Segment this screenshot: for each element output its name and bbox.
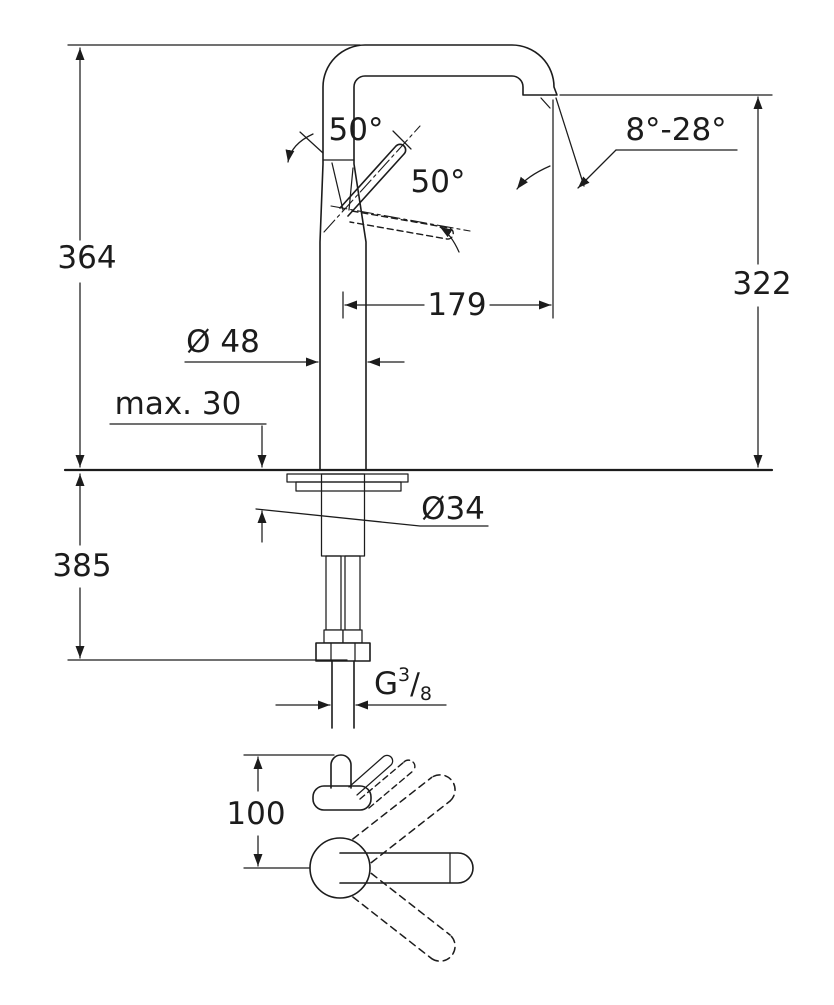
- dim-179-label: 179: [427, 287, 486, 323]
- thread-slash: /: [410, 667, 420, 701]
- lever-alt-dashed: [359, 759, 416, 809]
- braided-hose-left: [325, 555, 342, 631]
- threaded-shank: [320, 473, 366, 557]
- dim-100: 100: [226, 754, 335, 869]
- lever-base-cap: [312, 785, 372, 811]
- lever-tip-tick: [392, 130, 412, 150]
- aerator-tick: [540, 97, 551, 109]
- dim-max30-label: max. 30: [115, 386, 242, 422]
- thread-numerator: 3: [398, 664, 410, 686]
- angle-arc-right: [439, 226, 460, 253]
- lever-raised: [323, 125, 421, 233]
- lever-pin: [348, 754, 394, 796]
- escutcheon-plate: [286, 473, 409, 483]
- dim-34-leader: [255, 508, 489, 527]
- spout-swing-dashed-lower: [352, 872, 456, 962]
- hose-fitting-right: [342, 629, 363, 644]
- angle-range-leader: [577, 149, 617, 189]
- front-view: 50° 50° 8°-28° 364: [52, 44, 792, 729]
- angle-leader-left: [299, 131, 324, 154]
- dimensions: 364 322 179 Ø 48 max. 30 Ø34: [52, 44, 792, 710]
- lever-angle-right-label: 50°: [411, 164, 466, 200]
- dim-364-label: 364: [57, 240, 116, 276]
- thread-prefix: G: [374, 666, 398, 702]
- lever-centerline-2: [330, 205, 471, 232]
- lever-angle-left-label: 50°: [329, 112, 384, 148]
- braided-hose-right: [344, 555, 361, 631]
- dim-48-label: Ø 48: [186, 324, 260, 360]
- dim-322-label: 322: [732, 266, 791, 302]
- dim-385-label: 385: [52, 548, 111, 584]
- dim-100-label: 100: [226, 796, 285, 832]
- spout-swing-line: [555, 97, 585, 187]
- lever-lowered-dashed: [330, 205, 471, 240]
- body-top-view: [309, 837, 371, 899]
- angle-annotations: 50° 50° 8°-28°: [285, 112, 738, 253]
- connection-tube: [331, 660, 355, 729]
- washer: [295, 481, 402, 492]
- spout-top-view: [339, 852, 474, 884]
- swivel-arc: [516, 165, 551, 190]
- lever-socket-line-left: [331, 162, 344, 211]
- faucet-body-outline: [319, 44, 558, 471]
- thread-denominator: 8: [420, 683, 432, 705]
- lever-top-view: [312, 754, 416, 811]
- lever-arm: [330, 754, 352, 789]
- connection-nut: [315, 642, 371, 662]
- angle-arc-left: [285, 133, 314, 163]
- lever-centerline: [323, 125, 421, 233]
- top-view: 100: [226, 754, 474, 962]
- hose-fitting-left: [323, 629, 344, 644]
- dim-34-label: Ø34: [421, 491, 485, 527]
- angle-range-label: 8°-28°: [625, 112, 726, 148]
- spout-swing-dashed-upper: [352, 774, 456, 864]
- below-deck-assembly: [286, 473, 409, 729]
- dim-thread-label: G3/8: [374, 664, 432, 705]
- nut-facets: [330, 642, 356, 662]
